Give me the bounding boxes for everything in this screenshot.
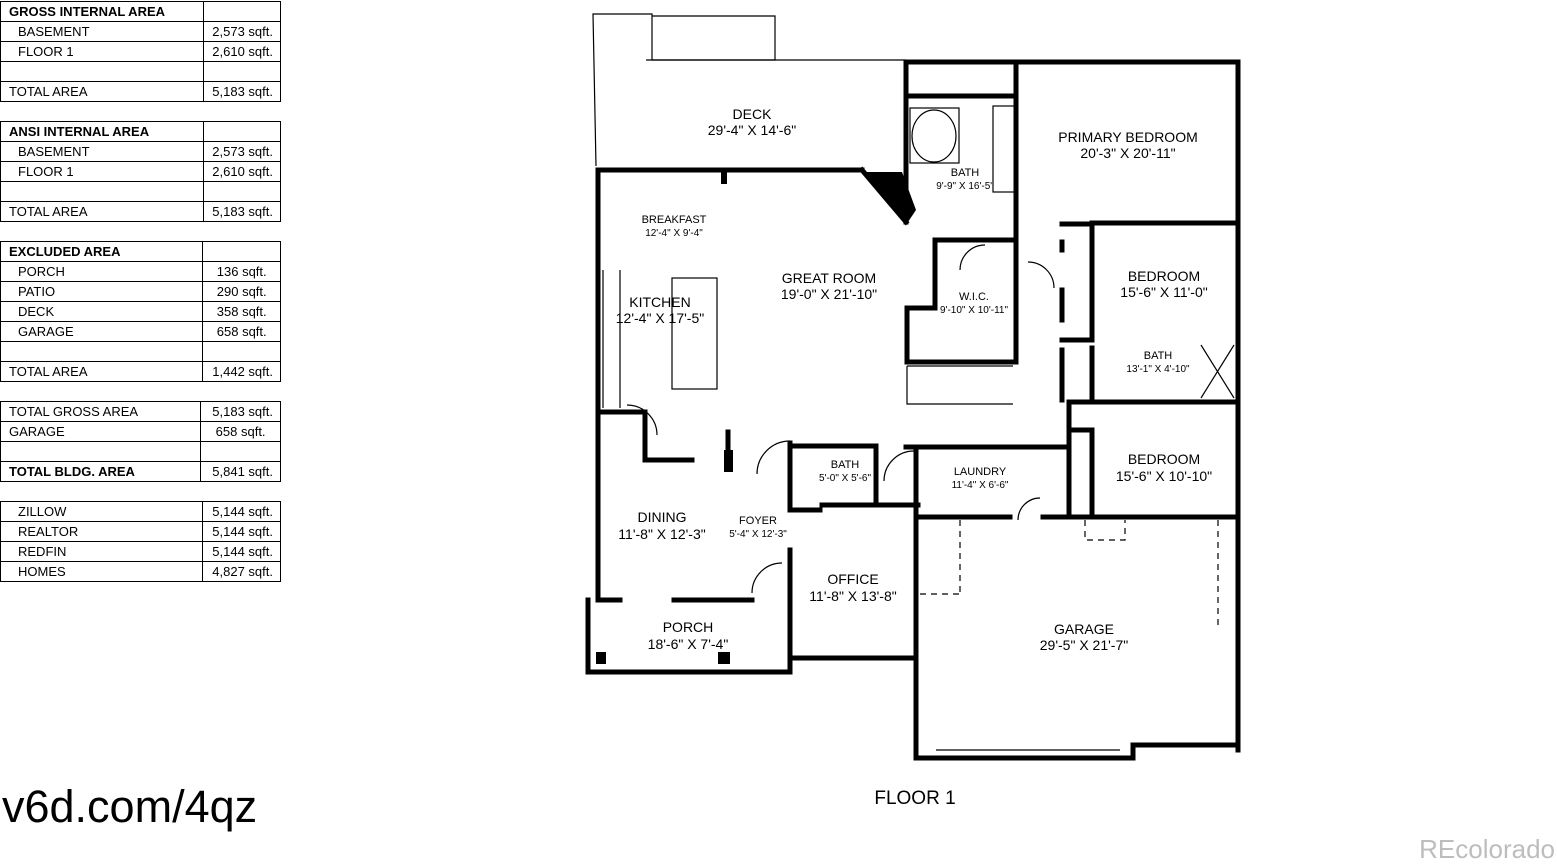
table-row-blank — [0, 181, 282, 202]
thin-lines — [592, 13, 1235, 751]
room-dims-bedroom-2: 15'-6" X 11'-0" — [1120, 284, 1207, 300]
room-name-breakfast: BREAKFAST — [642, 214, 707, 226]
room-name-primary-bedroom: PRIMARY BEDROOM — [1058, 129, 1198, 145]
room-name-porch: PORCH — [663, 619, 714, 635]
room-dims-great-room: 19'-0" X 21'-10" — [781, 286, 877, 302]
room-dims-deck: 29'-4" X 14'-6" — [708, 122, 796, 138]
room-dims-porch: 18'-6" X 7'-4" — [648, 636, 729, 652]
watermark-logo: REcolorado — [1419, 834, 1555, 864]
room-name-bedroom-2: BEDROOM — [1128, 268, 1200, 284]
room-dims-dining: 11'-8" X 12'-3" — [618, 526, 705, 542]
walls — [585, 59, 1241, 761]
room-name-great-room: GREAT ROOM — [782, 270, 876, 286]
room-name-bath-2: BATH — [1144, 350, 1173, 362]
room-dims-primary-bedroom: 20'-3" X 20'-11" — [1080, 145, 1175, 161]
room-name-dining: DINING — [638, 509, 687, 525]
room-dims-primary-bath: 9'-9" X 16'-5" — [936, 181, 994, 192]
room-dims-half-bath: 5'-0" X 5'-6" — [819, 473, 872, 484]
room-dims-bedroom-3: 15'-6" X 10'-10" — [1116, 468, 1212, 484]
table-title: ANSI INTERNAL AREA — [0, 121, 204, 142]
room-dims-kitchen: 12'-4" X 17'-5" — [616, 310, 704, 326]
room-name-office: OFFICE — [827, 571, 878, 587]
room-dims-wic: 9'-10" X 10'-11" — [940, 305, 1008, 316]
room-name-kitchen: KITCHEN — [629, 294, 690, 310]
wall-blocks — [596, 172, 916, 664]
room-dims-foyer: 5'-4" X 12'-3" — [729, 529, 787, 540]
room-name-wic: W.I.C. — [959, 291, 989, 303]
room-name-half-bath: BATH — [831, 459, 860, 471]
room-name-deck: DECK — [733, 106, 773, 122]
room-name-laundry: LAUNDRY — [954, 466, 1007, 478]
room-labels: DECK 29'-4" X 14'-6" PRIMARY BEDROOM 20'… — [616, 106, 1212, 653]
floor-label: FLOOR 1 — [874, 788, 956, 809]
room-dims-breakfast: 12'-4" X 9'-4" — [645, 228, 703, 239]
room-name-foyer: FOYER — [739, 515, 777, 527]
room-dims-bath-2: 13'-1" X 4'-10" — [1126, 364, 1190, 375]
short-link[interactable]: v6d.com/4qz — [2, 781, 258, 832]
room-name-garage: GARAGE — [1054, 621, 1114, 637]
room-dims-garage: 29'-5" X 21'-7" — [1040, 637, 1128, 653]
room-dims-office: 11'-8" X 13'-8" — [809, 588, 896, 604]
room-name-bedroom-3: BEDROOM — [1128, 451, 1200, 467]
room-dims-laundry: 11'-4" X 6'-6" — [952, 480, 1009, 491]
room-name-primary-bath: BATH — [951, 167, 980, 179]
